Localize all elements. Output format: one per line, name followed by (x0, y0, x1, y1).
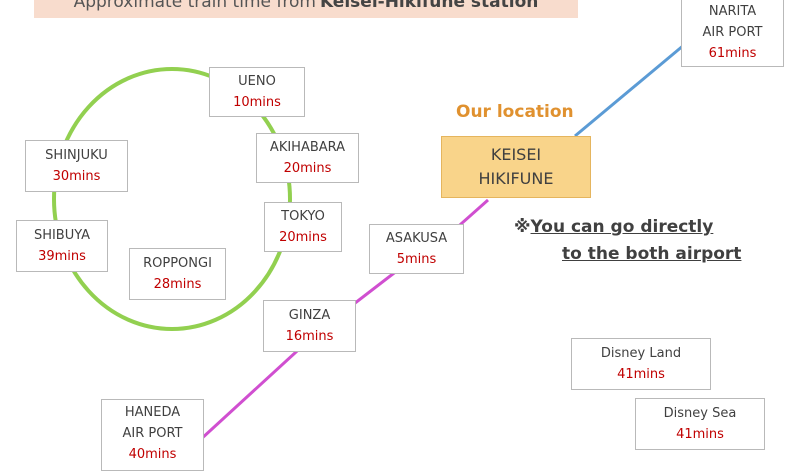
station-name-line1: NARITA (708, 3, 757, 19)
airport-note: ※You can go directly to the both airport (514, 214, 741, 268)
station-tokyo: TOKYO 20mins (264, 202, 342, 252)
station-time: 16mins (285, 329, 334, 344)
note-line2: to the both airport (562, 244, 742, 264)
station-ueno: UENO 10mins (209, 67, 305, 117)
station-time: 41mins (676, 427, 724, 442)
station-time: 39mins (38, 249, 86, 264)
station-name: AKIHABARA (269, 140, 346, 155)
station-time: 28mins (153, 277, 202, 292)
station-name: Disney Land (600, 346, 682, 361)
center-station-line1: KEISEI (490, 145, 542, 164)
banner-prefix: Approximate train time from (73, 0, 316, 12)
station-narita: NARITA AIR PORT 61mins (681, 0, 784, 67)
station-name: SHINJUKU (45, 148, 108, 163)
station-ginza: GINZA 16mins (263, 300, 356, 352)
station-shibuya: SHIBUYA 39mins (16, 220, 108, 272)
station-shinjuku: SHINJUKU 30mins (25, 140, 128, 192)
banner-station: Keisei-Hikifune station (319, 0, 539, 12)
station-haneda: HANEDA AIR PORT 40mins (101, 399, 204, 471)
station-time: 20mins (279, 230, 327, 245)
station-name: ASAKUSA (385, 231, 448, 246)
station-roppongi: ROPPONGI 28mins (129, 248, 226, 300)
station-disney-sea: Disney Sea 41mins (635, 398, 765, 450)
station-name-line2: AIR PORT (122, 426, 183, 441)
station-name-line2: AIR PORT (702, 24, 763, 40)
station-name-line1: HANEDA (124, 405, 181, 420)
note-mark: ※ (514, 217, 531, 237)
station-time: 5mins (396, 252, 437, 267)
our-location-label: Our location (456, 102, 574, 122)
station-name: TOKYO (281, 209, 325, 224)
note-line1: You can go directly (530, 217, 714, 237)
station-akihabara: AKIHABARA 20mins (256, 133, 359, 183)
station-name: GINZA (288, 308, 331, 323)
station-name: UENO (238, 74, 276, 89)
station-time: 30mins (52, 169, 101, 184)
yamanote-loop-line (52, 67, 292, 331)
station-name: SHIBUYA (33, 228, 91, 243)
narita-line (574, 38, 691, 138)
station-keisei-hikifune: KEISEI HIKIFUNE (441, 136, 591, 198)
station-name: ROPPONGI (143, 256, 212, 271)
station-name: Disney Sea (663, 406, 737, 421)
center-station-line2: HIKIFUNE (478, 169, 554, 188)
station-time: 40mins (128, 447, 177, 462)
station-disney-land: Disney Land 41mins (571, 338, 711, 390)
station-time: 41mins (617, 367, 665, 382)
station-asakusa: ASAKUSA 5mins (369, 224, 464, 274)
station-time: 61mins (708, 45, 757, 61)
title-banner: Approximate train time from Keisei-Hikif… (34, 0, 578, 18)
station-time: 20mins (283, 161, 332, 176)
station-time: 10mins (233, 95, 281, 110)
